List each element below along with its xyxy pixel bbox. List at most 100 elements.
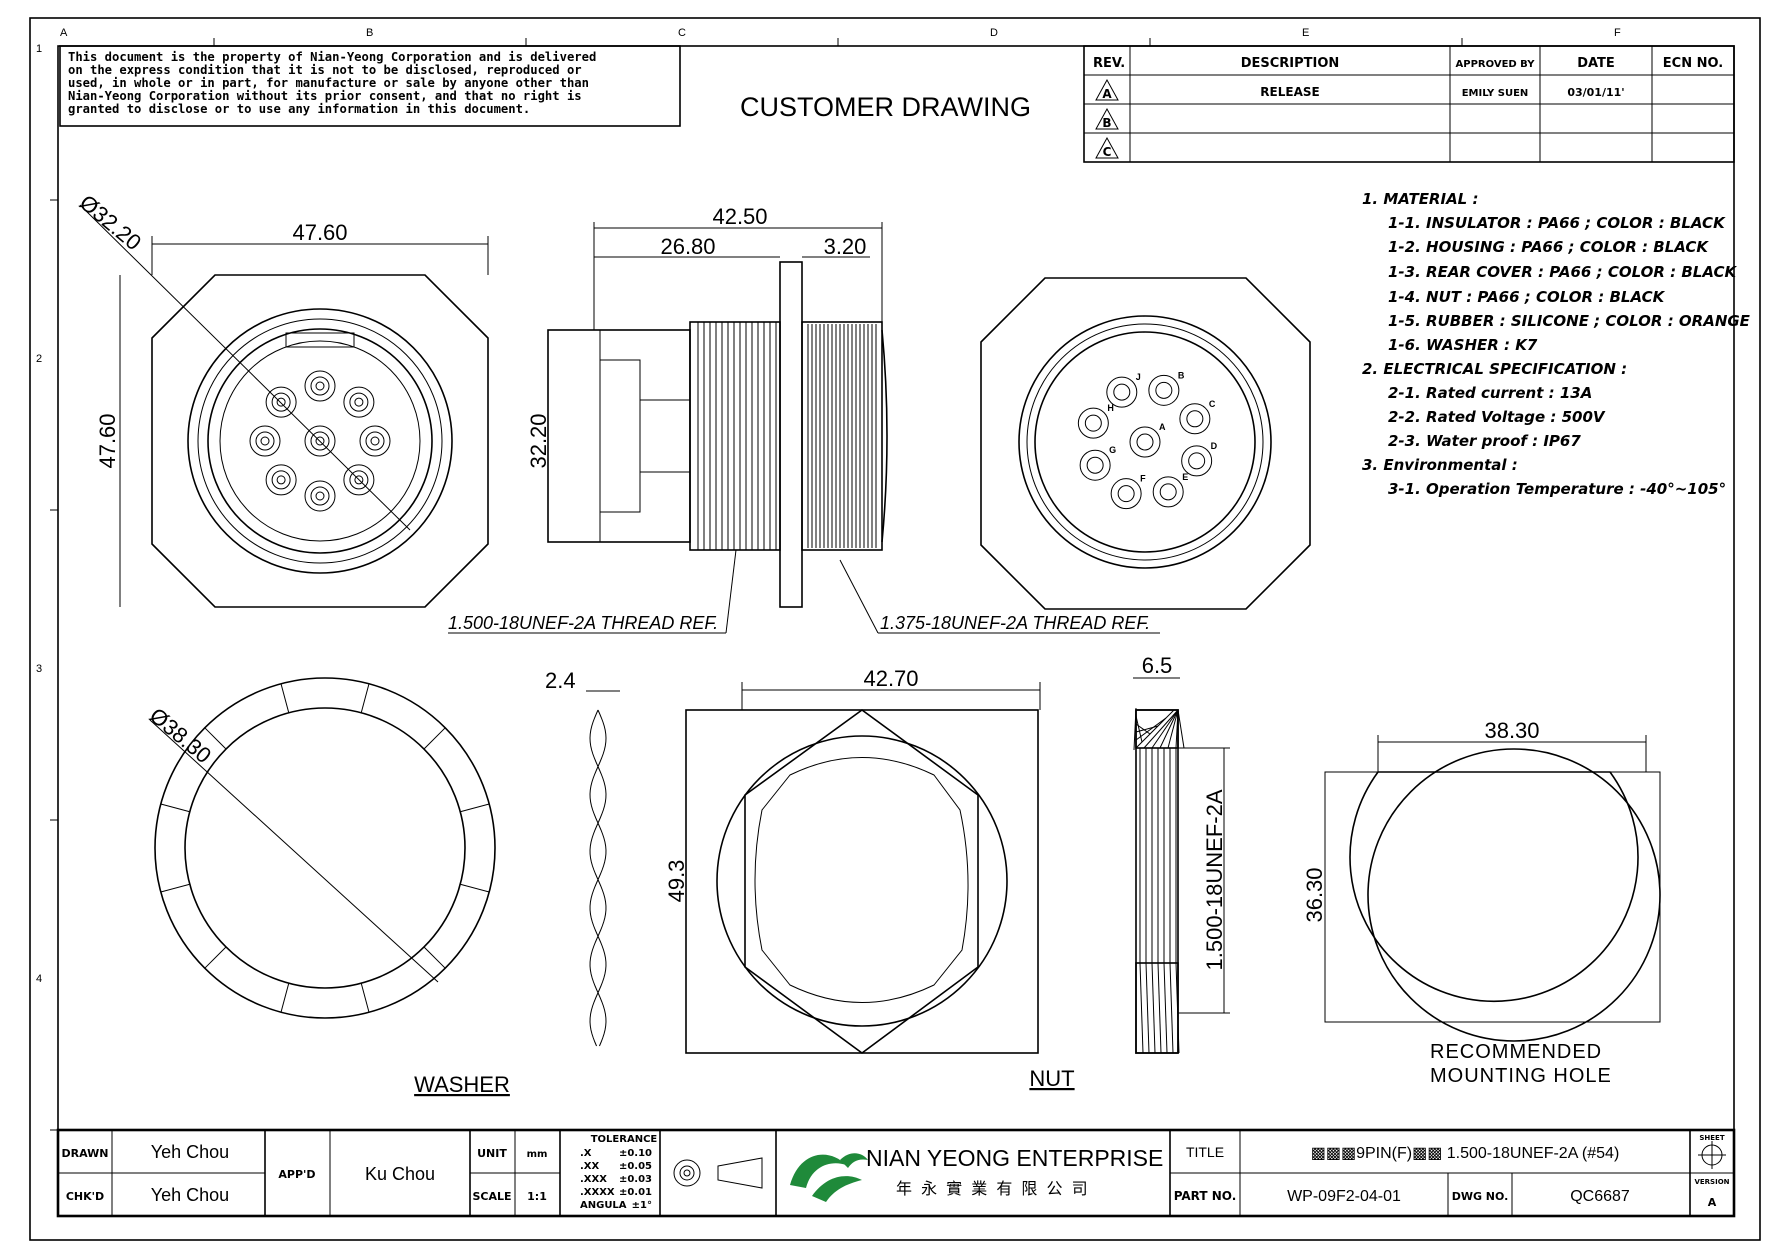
projection-circle-icon xyxy=(673,1159,701,1187)
hole-label-line2: MOUNTING HOLE xyxy=(1430,1065,1612,1087)
nut-height-dim: 49.3 xyxy=(664,860,689,903)
rear-pin xyxy=(1129,426,1161,458)
spec-line: 1. MATERIAL : xyxy=(1362,190,1478,208)
rear-pin xyxy=(1148,374,1180,406)
border-col-labels: A B C D E F xyxy=(60,27,1621,39)
spec-line: 2. ELECTRICAL SPECIFICATION : xyxy=(1362,360,1627,378)
company-name: NIAN YEONG ENTERPRISE xyxy=(866,1145,1163,1171)
notice-box xyxy=(59,45,681,127)
tolerance-value: ±0.10 xyxy=(619,1148,652,1159)
dwg-label: DWG NO. xyxy=(1452,1190,1509,1203)
pin-socket-inner xyxy=(310,486,330,506)
row-label: 4 xyxy=(36,973,42,985)
rear-pin xyxy=(1181,445,1213,477)
col-label: E xyxy=(1302,27,1309,39)
col-label: F xyxy=(1614,27,1621,39)
pin-socket xyxy=(265,464,297,496)
tolerance-label: TOLERANCE xyxy=(591,1134,658,1145)
approved-by: Ku Chou xyxy=(365,1164,435,1184)
drawn-by: Yeh Chou xyxy=(151,1142,229,1162)
rear-pin-inner xyxy=(1188,452,1206,470)
rear-pin xyxy=(1079,449,1111,481)
pin-socket-hole xyxy=(370,436,380,446)
notice-line: used, in whole or in part, for manufactu… xyxy=(68,76,589,90)
rev-triangle-icon xyxy=(1095,78,1119,101)
pin-socket-hole xyxy=(260,436,270,446)
pin-socket xyxy=(343,386,375,418)
border-ticks xyxy=(50,38,1463,1131)
rev-header: REV. xyxy=(1093,56,1125,71)
version-value: A xyxy=(1708,1196,1717,1209)
col-label: A xyxy=(60,27,68,39)
title-block: DRAWN Yeh Chou CHK'D Yeh Chou APP'D Ku C… xyxy=(56,1128,1736,1218)
notice-line: Nian-Yeong Corporation without its prior… xyxy=(68,89,582,103)
pin-socket-inner xyxy=(255,431,275,451)
nut-view: 42.70 49.3 NUT 6.5 1.500-18UNEF-2A xyxy=(664,653,1230,1091)
pin-letter: D xyxy=(1211,441,1218,451)
pin-socket xyxy=(304,370,336,402)
pin-socket xyxy=(304,425,336,457)
rear-pin xyxy=(1110,478,1142,510)
washer-view: Ø38.30 WASHER 2.4 xyxy=(145,668,620,1097)
part-label: PART NO. xyxy=(1174,1189,1237,1203)
tolerance-key: .X xyxy=(580,1148,592,1159)
thread2-label: 1.375-18UNEF-2A THREAD REF. xyxy=(880,613,1150,633)
col-label: D xyxy=(990,27,998,39)
pin-socket-inner xyxy=(271,392,291,412)
spec-line: 1-2. HOUSING : PA66 ; COLOR : BLACK xyxy=(1388,238,1709,256)
notice-line: This document is the property of Nian-Ye… xyxy=(68,50,596,64)
rear-pin-inner xyxy=(1113,383,1131,401)
spec-line: 3. Environmental : xyxy=(1362,456,1518,474)
checked-by: Yeh Chou xyxy=(151,1185,229,1205)
nut-label: NUT xyxy=(1029,1066,1074,1091)
ecn-header: ECN NO. xyxy=(1663,56,1723,71)
date-header: DATE xyxy=(1577,56,1615,71)
spec-line: 1-6. WASHER : K7 xyxy=(1388,336,1538,354)
notice-line: granted to disclose or to use any inform… xyxy=(68,102,530,116)
tolerance-key: .XXX xyxy=(580,1174,607,1185)
hole-label-line1: RECOMMENDED xyxy=(1430,1041,1602,1063)
pin-socket-hole xyxy=(354,475,364,485)
scale-value: 1:1 xyxy=(527,1190,547,1203)
spec-line: 2-2. Rated Voltage : 500V xyxy=(1388,408,1606,426)
pin-socket-hole xyxy=(315,436,325,446)
pin-socket-inner xyxy=(349,470,369,490)
nut-thickness-dim: 6.5 xyxy=(1142,653,1173,678)
description-header: DESCRIPTION xyxy=(1241,56,1340,71)
rear-pin xyxy=(1152,476,1184,508)
spec-line: 2-3. Water proof : IP67 xyxy=(1388,432,1581,450)
border-row-labels: 1 2 3 4 xyxy=(36,43,42,985)
tolerance-value: ±0.05 xyxy=(619,1161,652,1172)
tolerance-key: .XXXX xyxy=(580,1187,615,1198)
rear-pin-inner xyxy=(1186,410,1204,428)
mounting-hole-view: 38.30 36.30 RECOMMENDED MOUNTING HOLE xyxy=(1302,718,1661,1087)
side-height-dim: 32.20 xyxy=(526,413,551,468)
pin-socket xyxy=(359,425,391,457)
pin-socket xyxy=(343,464,375,496)
drawn-label: DRAWN xyxy=(62,1147,109,1160)
front-width-dim: 47.60 xyxy=(292,220,347,245)
pin-socket xyxy=(265,386,297,418)
pin-socket-hole xyxy=(354,397,364,407)
dwg-number: QC6687 xyxy=(1570,1188,1630,1205)
rear-pin-inner xyxy=(1117,485,1135,503)
tolerance-value: ±0.03 xyxy=(619,1174,652,1185)
pin-socket-inner xyxy=(271,470,291,490)
rear-pin-inner xyxy=(1136,433,1154,451)
pin-socket-hole xyxy=(276,397,286,407)
rev-date: 03/01/11' xyxy=(1567,86,1624,99)
tolerance-key: .XX xyxy=(580,1161,600,1172)
hole-height-dim: 36.30 xyxy=(1302,867,1327,922)
front-view: 47.60 47.60 Ø32.20 xyxy=(75,190,489,608)
title-label: TITLE xyxy=(1186,1144,1224,1160)
pin-letter: F xyxy=(1140,474,1146,484)
pin-letter: H xyxy=(1107,403,1114,413)
notice-line: on the express condition that it is not … xyxy=(68,63,582,77)
pin-socket-inner xyxy=(365,431,385,451)
projection-cone-icon xyxy=(717,1157,763,1189)
spec-line: 1-1. INSULATOR : PA66 ; COLOR : BLACK xyxy=(1388,214,1726,232)
approved-header: APPROVED BY xyxy=(1456,59,1536,70)
tolerance-value: ±1° xyxy=(632,1200,652,1211)
washer-thickness-dim: 2.4 xyxy=(545,668,576,693)
side-part2-dim: 3.20 xyxy=(824,234,867,259)
